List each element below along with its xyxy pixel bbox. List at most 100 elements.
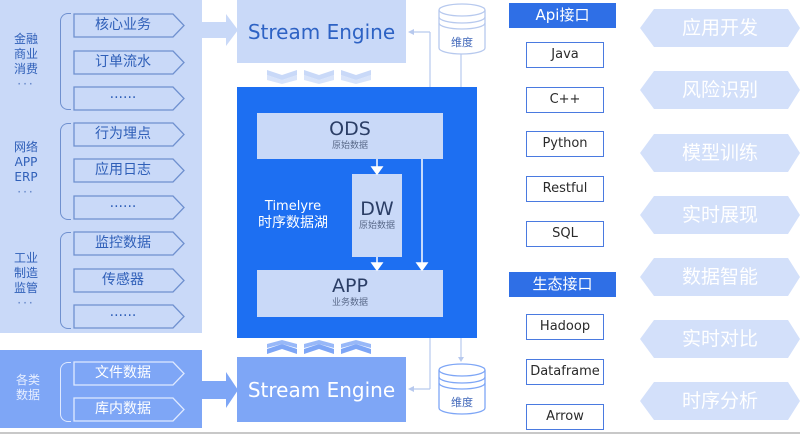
tag-shape bbox=[73, 86, 185, 111]
tag-shape bbox=[73, 195, 185, 220]
group-bracket bbox=[60, 362, 71, 422]
application-label: 模型训练 bbox=[681, 142, 758, 164]
source-group-label: 金融 商业 消费 ··· bbox=[2, 32, 50, 92]
engine-label: Stream Engine bbox=[247, 377, 396, 402]
arrow-down-icon bbox=[370, 166, 384, 176]
source-group-label: 各类 数据 bbox=[4, 373, 52, 403]
group-label-line: 数据 bbox=[15, 388, 40, 402]
tag-shape bbox=[73, 268, 185, 293]
source-tag-label: 传感器 bbox=[102, 272, 144, 288]
group-bracket bbox=[60, 13, 71, 110]
source-tag-label: 核心业务 bbox=[95, 17, 151, 33]
group-bracket bbox=[60, 123, 71, 220]
group-label-line: 各类 bbox=[15, 373, 40, 387]
arrow-left-icon bbox=[408, 29, 414, 35]
source-tag-label: 订单流水 bbox=[95, 54, 151, 70]
ods-layer: ODS 原始数据 bbox=[257, 113, 443, 159]
stream-engine-batch: Stream Engine bbox=[237, 357, 406, 422]
source-group-label: 工业 制造 监管 ··· bbox=[2, 251, 50, 311]
data-lake-title-en: Timelyre bbox=[264, 199, 322, 214]
source-tag-label: ······ bbox=[109, 90, 137, 106]
arrow-down-icon bbox=[458, 357, 464, 362]
application-tag: 数据智能 bbox=[640, 258, 800, 296]
dimension-label: 维度 bbox=[451, 36, 473, 49]
batch-sources-panel: 各类 数据 文件数据 库内数据 bbox=[0, 350, 202, 428]
tag-shape bbox=[73, 122, 185, 147]
application-tag: 实时展现 bbox=[640, 196, 800, 234]
layer-subtitle: 业务数据 bbox=[331, 298, 368, 308]
group-label-line: 工业 bbox=[13, 251, 38, 265]
application-tag: 实时对比 bbox=[640, 320, 800, 358]
arrow-down-icon bbox=[370, 262, 384, 272]
stream-engine-realtime: Stream Engine bbox=[237, 0, 406, 63]
dimension-store-top: 维度 bbox=[437, 2, 487, 56]
application-label: 风险识别 bbox=[681, 79, 758, 101]
database-icon bbox=[438, 363, 486, 415]
group-label-line: 网络 bbox=[13, 140, 38, 154]
layer-subtitle: 原始数据 bbox=[331, 141, 368, 151]
ecosystem-interface-header: 生态接口 bbox=[509, 272, 616, 297]
group-label-line: 金融 bbox=[13, 32, 38, 46]
tag-shape bbox=[73, 158, 185, 183]
hexagon-shape bbox=[640, 320, 800, 358]
app-layer: APP 业务数据 bbox=[257, 270, 443, 317]
more-dots: ··· bbox=[17, 185, 35, 199]
data-sources-panel: 金融 商业 消费 ··· 核心业务 订单流水 ······ 网络 APP ERP… bbox=[0, 0, 202, 333]
source-tag: 库内数据 bbox=[73, 397, 185, 422]
timelyre-data-lake: ODS 原始数据 DW 原始数据 APP 业务数据 Timelyre 时序数据湖 bbox=[237, 87, 477, 338]
application-label: 时序分析 bbox=[681, 390, 758, 412]
group-label-line: ERP bbox=[14, 170, 38, 184]
group-label-line: 监管 bbox=[13, 281, 38, 295]
hexagon-shape bbox=[640, 382, 800, 420]
flow-arrow-icon bbox=[202, 372, 238, 408]
source-tag-label: 文件数据 bbox=[95, 365, 151, 381]
eco-item-dataframe: Dataframe bbox=[526, 359, 604, 385]
arrow-left-icon bbox=[408, 386, 414, 392]
source-tag: 应用日志 bbox=[73, 158, 185, 183]
data-lake-title: Timelyre 时序数据湖 bbox=[247, 198, 339, 232]
chevron-down-icon bbox=[267, 70, 371, 84]
application-tag: 风险识别 bbox=[640, 71, 800, 109]
tag-shape bbox=[73, 13, 185, 38]
api-interface-header: Api接口 bbox=[509, 3, 616, 28]
source-tag: 核心业务 bbox=[73, 13, 185, 38]
chevron-up-icon bbox=[267, 340, 371, 354]
source-tag: 文件数据 bbox=[73, 361, 185, 386]
dimension-store-bottom: 维度 bbox=[437, 362, 487, 416]
tag-shape bbox=[73, 361, 185, 386]
eco-item-arrow: Arrow bbox=[526, 404, 604, 430]
tag-shape bbox=[73, 231, 185, 256]
api-item-cpp: C++ bbox=[526, 87, 604, 113]
source-tag: 订单流水 bbox=[73, 50, 185, 75]
hexagon-shape bbox=[640, 258, 800, 296]
bottom-divider bbox=[0, 432, 800, 434]
application-label: 应用开发 bbox=[681, 17, 758, 39]
group-label-line: 制造 bbox=[13, 266, 38, 280]
dimension-connectors bbox=[408, 29, 464, 392]
application-label: 实时对比 bbox=[681, 328, 758, 350]
layer-subtitle: 原始数据 bbox=[358, 221, 395, 231]
dimension-label: 维度 bbox=[451, 396, 473, 409]
application-tag: 模型训练 bbox=[640, 134, 800, 172]
hexagon-shape bbox=[640, 134, 800, 172]
source-tag: 行为埋点 bbox=[73, 122, 185, 147]
api-item-restful: Restful bbox=[526, 176, 604, 202]
layer-title: DW bbox=[360, 198, 394, 220]
application-label: 数据智能 bbox=[681, 266, 758, 288]
source-tag-label: ······ bbox=[109, 308, 137, 324]
eco-item-hadoop: Hadoop bbox=[526, 314, 604, 340]
group-bracket bbox=[60, 232, 71, 329]
arrow-down-icon bbox=[415, 262, 429, 272]
source-group-label: 网络 APP ERP ··· bbox=[2, 140, 50, 200]
source-tag: 传感器 bbox=[73, 268, 185, 293]
flow-arrow-icon bbox=[202, 14, 238, 46]
more-dots: ··· bbox=[17, 77, 35, 91]
hexagon-shape bbox=[640, 71, 800, 109]
application-tag: 时序分析 bbox=[640, 382, 800, 420]
source-tag: ······ bbox=[73, 304, 185, 329]
source-tag-label: ······ bbox=[109, 199, 137, 215]
api-item-java: Java bbox=[526, 42, 604, 68]
layer-title: ODS bbox=[329, 118, 371, 140]
tag-shape bbox=[73, 397, 185, 422]
database-icon bbox=[438, 3, 486, 55]
